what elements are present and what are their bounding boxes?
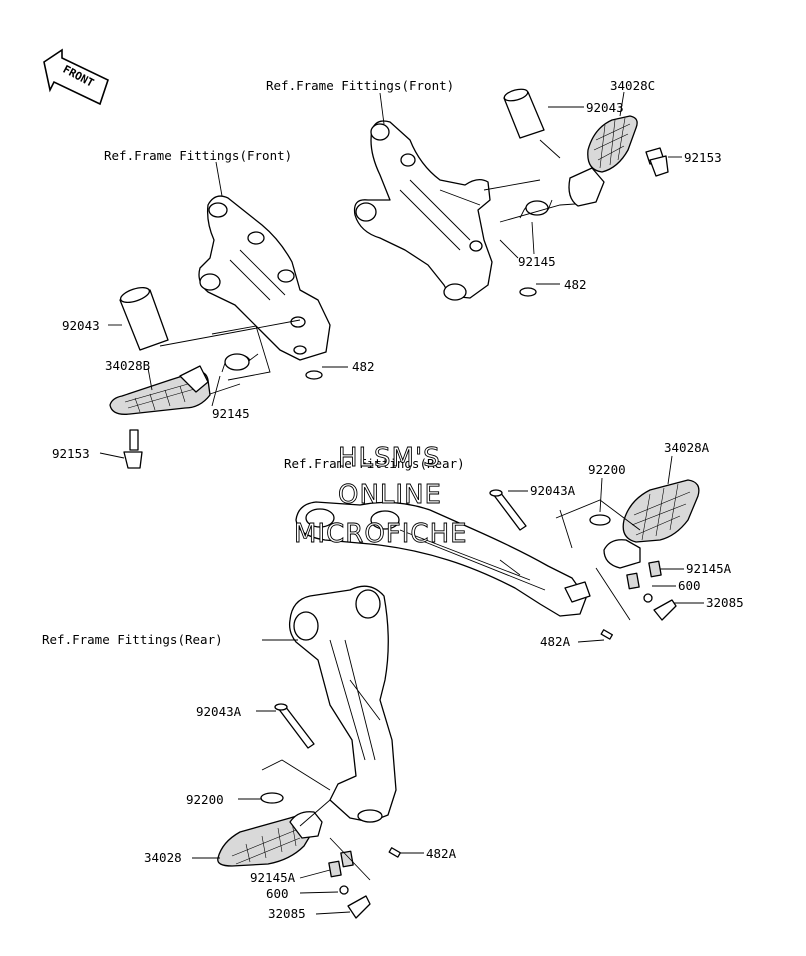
label-92200-lower: 92200 bbox=[186, 792, 224, 807]
spring-92145-left bbox=[221, 353, 259, 373]
rear-upper-bracket bbox=[295, 501, 591, 617]
spring-92145A-upper bbox=[626, 560, 662, 590]
callout-labels: Ref.Frame Fittings(Front) 92043 34028C 9… bbox=[42, 78, 744, 921]
label-34028: 34028 bbox=[144, 850, 182, 865]
watermark-line-2: ONLINE bbox=[338, 480, 442, 510]
rear-lower-bracket bbox=[288, 585, 397, 823]
front-arrow-icon: FRONT bbox=[43, 48, 109, 106]
label-482A-lower: 482A bbox=[426, 846, 457, 861]
label-92145-left: 92145 bbox=[212, 406, 250, 421]
bolt-92153-left bbox=[123, 429, 143, 469]
pin-92043-left bbox=[119, 286, 169, 351]
label-34028B: 34028B bbox=[105, 358, 150, 373]
label-ref-front-right: Ref.Frame Fittings(Front) bbox=[266, 78, 454, 93]
label-92043A-upper: 92043A bbox=[530, 483, 576, 498]
washer-92200-upper bbox=[589, 514, 611, 526]
label-92145-right: 92145 bbox=[518, 254, 556, 269]
front-right-bracket bbox=[353, 120, 493, 301]
leader-lines bbox=[99, 91, 704, 915]
pin-92043A-lower bbox=[274, 703, 315, 749]
label-32085-lower: 32085 bbox=[268, 906, 306, 921]
detent-32085-upper bbox=[653, 599, 677, 621]
label-ref-front-left: Ref.Frame Fittings(Front) bbox=[104, 148, 292, 163]
footpeg-34028B bbox=[109, 365, 211, 415]
assembly-lines bbox=[159, 139, 641, 881]
label-600-lower: 600 bbox=[266, 886, 289, 901]
clip-482-right bbox=[519, 287, 537, 297]
footpeg-34028A bbox=[603, 479, 700, 569]
label-32085-upper: 32085 bbox=[706, 595, 744, 610]
watermark-line-1: HLSM'S bbox=[338, 443, 441, 473]
front-left-bracket bbox=[198, 195, 331, 361]
spring-92145A-lower bbox=[328, 850, 354, 878]
footpeg-34028C bbox=[568, 115, 638, 207]
label-92145A-lower: 92145A bbox=[250, 870, 296, 885]
watermark-line-3: MICROFICHE bbox=[294, 519, 468, 549]
label-ref-rear-lower: Ref.Frame Fittings(Rear) bbox=[42, 632, 223, 647]
label-ref-rear-upper: Ref.Frame Fittings(Rear) bbox=[284, 456, 465, 471]
label-482A-upper: 482A bbox=[540, 634, 571, 649]
footpeg-34028 bbox=[217, 811, 323, 867]
ball-600-upper bbox=[643, 593, 653, 603]
bolt-92153-right bbox=[645, 147, 669, 177]
label-34028C: 34028C bbox=[610, 78, 655, 93]
pin-92043-right bbox=[503, 88, 545, 139]
label-482-right: 482 bbox=[564, 277, 587, 292]
label-600-upper: 600 bbox=[678, 578, 701, 593]
clip-482A-upper bbox=[600, 629, 613, 640]
label-92043A-lower: 92043A bbox=[196, 704, 242, 719]
detent-32085-lower bbox=[347, 895, 371, 919]
label-92200-upper: 92200 bbox=[588, 462, 626, 477]
label-34028A: 34028A bbox=[664, 440, 710, 455]
label-92153-right: 92153 bbox=[684, 150, 722, 165]
watermark: HLSM'S ONLINE MICROFICHE bbox=[294, 443, 468, 550]
washer-92200-lower bbox=[260, 792, 284, 804]
pin-92043A-upper bbox=[489, 489, 527, 531]
label-482-left: 482 bbox=[352, 359, 375, 374]
label-92153-left: 92153 bbox=[52, 446, 90, 461]
label-92043-right: 92043 bbox=[586, 100, 624, 115]
ball-600-lower bbox=[339, 885, 349, 895]
clip-482-left bbox=[305, 370, 323, 380]
label-92043-left: 92043 bbox=[62, 318, 100, 333]
label-92145A-upper: 92145A bbox=[686, 561, 732, 576]
clip-482A-lower bbox=[388, 847, 401, 858]
